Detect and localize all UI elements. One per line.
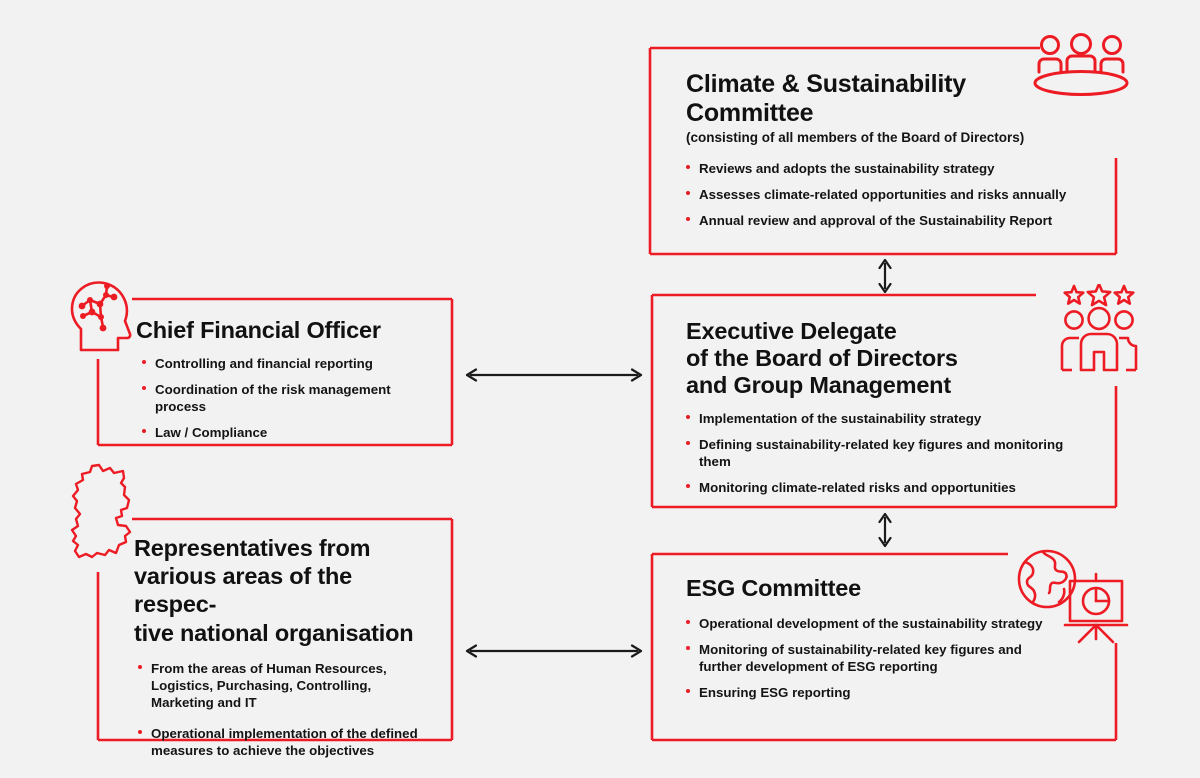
three-people-stars-icon	[1058, 284, 1140, 372]
bullet-dot	[142, 359, 146, 364]
card-title: Executive Delegate of the Board of Direc…	[686, 318, 1078, 398]
head-network-icon	[66, 270, 142, 354]
list-item-label: Implementation of the sustainability str…	[699, 411, 982, 427]
card-executive-delegate: Executive Delegate of the Board of Direc…	[650, 293, 1118, 509]
card-title-line-2: various areas of the respec-	[134, 563, 353, 618]
card-subtitle: (consisting of all members of the Board …	[686, 130, 1025, 145]
card-title-line-3: tive national organisation	[134, 619, 414, 646]
list-item: Implementation of the sustainability str…	[686, 410, 1078, 427]
list-item: Coordination of the risk management proc…	[142, 381, 436, 415]
bullet-dot	[686, 619, 690, 624]
list-item-label: Annual review and approval of the Sustai…	[699, 212, 1053, 228]
list-item-label: Defining sustainability-related key figu…	[699, 437, 1064, 470]
connector-cfo-to-executive	[465, 364, 643, 391]
bullet-list: Controlling and financial reporting Coor…	[142, 355, 436, 441]
list-item: Operational development of the sustainab…	[686, 615, 1068, 632]
list-item: Law / Compliance	[142, 424, 436, 441]
list-item: Assesses climate-related opportunities a…	[686, 186, 1078, 203]
list-item-label: Monitoring climate-related risks and opp…	[699, 480, 1016, 496]
list-item: Reviews and adopts the sustainability st…	[686, 160, 1078, 177]
list-item: Monitoring of sustainability-related key…	[686, 641, 1044, 675]
bullet-dot	[686, 484, 690, 489]
bullet-dot	[686, 441, 690, 446]
list-item-label: Ensuring ESG reporting	[699, 684, 851, 700]
list-item-label: Operational development of the sustainab…	[699, 615, 1043, 631]
list-item: Monitoring climate-related risks and opp…	[686, 479, 1078, 496]
card-title: Representatives from various areas of th…	[134, 534, 432, 647]
card-title: ESG Committee	[686, 575, 861, 601]
card-representatives: Representatives from various areas of th…	[96, 517, 454, 758]
card-title-line-2: of the Board of Directors	[686, 344, 958, 371]
list-item: From the areas of Human Resources, Logis…	[138, 660, 432, 711]
card-title: Climate & Sustainability Committee	[686, 70, 966, 127]
bullet-list: Reviews and adopts the sustainability st…	[686, 160, 1078, 229]
connector-executive-to-esg	[873, 512, 897, 553]
bullet-list: Operational development of the sustainab…	[686, 615, 1068, 701]
list-item-label: From the areas of Human Resources, Logis…	[151, 660, 387, 710]
card-title-line-1: Representatives from	[134, 535, 371, 561]
list-item-label: Monitoring of sustainability-related key…	[699, 641, 1022, 674]
bullet-dot	[686, 688, 690, 693]
bullet-dot	[686, 216, 690, 221]
list-item-label: Operational implementation of the define…	[151, 725, 418, 758]
card-title: Chief Financial Officer	[136, 317, 381, 343]
bullet-dot	[142, 385, 146, 390]
germany-map-icon	[66, 462, 148, 562]
connector-climate-to-executive	[873, 258, 897, 299]
bullet-dot	[686, 645, 690, 650]
bullet-dot	[686, 164, 690, 169]
list-item-label: Controlling and financial reporting	[155, 355, 373, 371]
list-item: Controlling and financial reporting	[142, 355, 436, 372]
list-item: Operational implementation of the define…	[138, 725, 426, 759]
list-item: Annual review and approval of the Sustai…	[686, 212, 1078, 229]
bullet-list: From the areas of Human Resources, Logis…	[138, 660, 432, 759]
meeting-people-icon	[1031, 33, 1131, 105]
list-item: Defining sustainability-related key figu…	[686, 436, 1078, 470]
bullet-dot	[686, 190, 690, 195]
bullet-list: Implementation of the sustainability str…	[686, 410, 1078, 496]
bullet-dot	[138, 664, 142, 669]
list-item: Ensuring ESG reporting	[686, 684, 1068, 701]
card-title-line-1: Executive Delegate	[686, 318, 897, 344]
list-item-label: Law / Compliance	[155, 424, 268, 440]
card-title-line-3: and Group Management	[686, 371, 951, 398]
card-chief-financial-officer: Chief Financial Officer Controlling and …	[96, 297, 454, 447]
bullet-dot	[686, 415, 690, 420]
list-item-label: Coordination of the risk management proc…	[155, 381, 391, 414]
list-item-label: Assesses climate-related opportunities a…	[699, 186, 1067, 202]
bullet-dot	[138, 729, 142, 734]
card-climate-sustainability-committee: Climate & Sustainability Committee (cons…	[648, 46, 1118, 256]
globe-presentation-icon	[1013, 546, 1131, 646]
list-item-label: Reviews and adopts the sustainability st…	[699, 160, 995, 176]
connector-representatives-to-esg	[465, 640, 643, 667]
bullet-dot	[142, 428, 146, 433]
